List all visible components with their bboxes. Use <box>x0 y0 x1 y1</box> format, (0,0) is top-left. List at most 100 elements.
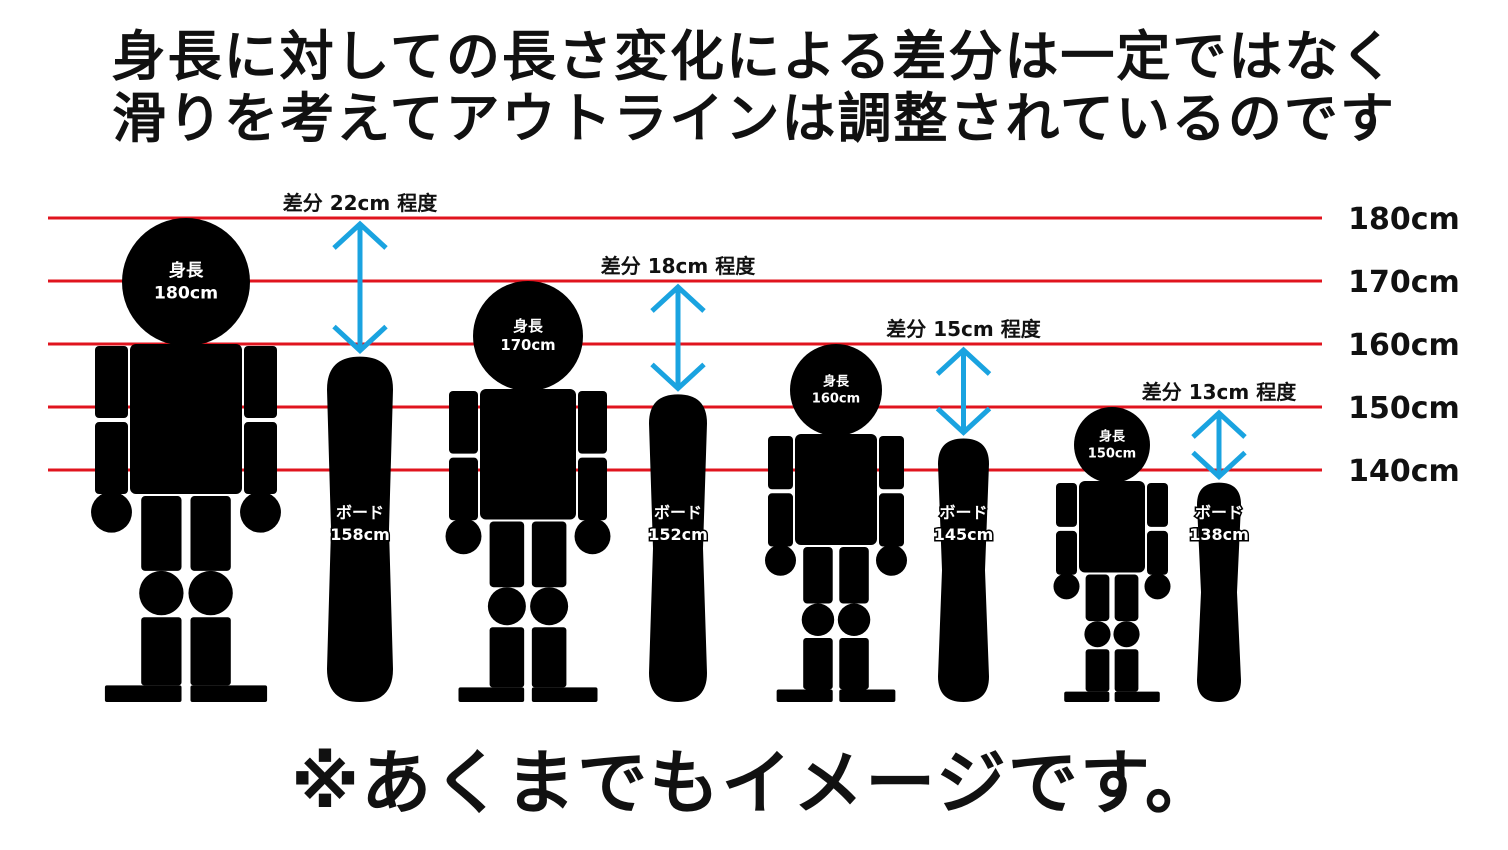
person-thigh <box>489 521 525 588</box>
person-forearm <box>768 493 793 547</box>
board-length-value: 138cm <box>1189 525 1249 544</box>
person-torso-3 <box>795 434 877 545</box>
person-knee <box>837 603 871 636</box>
person-height-value: 170cm <box>500 336 555 354</box>
person-shin <box>1085 649 1110 692</box>
difference-label: 差分 22cm 程度 <box>283 191 438 215</box>
person-foot <box>1064 691 1110 702</box>
person-upper-arm <box>1147 483 1168 527</box>
person-head-3 <box>790 344 882 436</box>
height-scale-label: 170cm <box>1348 265 1460 300</box>
person-upper-arm <box>244 346 277 419</box>
person-thigh <box>190 496 231 571</box>
person-foot <box>839 689 896 702</box>
person-forearm <box>1056 530 1077 575</box>
difference-label: 差分 18cm 程度 <box>601 254 756 278</box>
person-hand <box>574 518 611 555</box>
person-knee <box>801 603 835 636</box>
person-hand <box>1053 573 1080 600</box>
person-upper-arm <box>95 346 128 419</box>
person-forearm <box>95 422 128 495</box>
title-line-1: 身長に対しての長さ変化による差分は一定ではなく <box>111 25 1397 88</box>
person-head-2 <box>473 281 583 391</box>
person-shin <box>141 617 182 686</box>
person-foot <box>776 689 833 702</box>
person-torso-1 <box>130 344 242 495</box>
person-thigh <box>1114 574 1139 622</box>
height-scale-label: 160cm <box>1348 328 1460 363</box>
person-hand <box>765 544 796 576</box>
person-foot <box>1114 691 1160 702</box>
person-knee <box>1113 621 1140 648</box>
person-knee <box>487 587 526 626</box>
person-foot <box>104 685 182 702</box>
board-length-value: 158cm <box>330 525 390 544</box>
person-shin <box>489 627 525 688</box>
person-thigh <box>803 546 833 604</box>
person-hand <box>240 491 281 533</box>
person-knee <box>139 570 184 616</box>
person-knee <box>530 587 569 626</box>
board-length-value: 145cm <box>934 525 994 544</box>
difference-arrow-head-down <box>1191 450 1247 481</box>
difference-label: 差分 13cm 程度 <box>1142 380 1297 404</box>
difference-arrow-head-up <box>1191 409 1247 439</box>
person-hand <box>1144 573 1171 600</box>
footer-note: ※あくまでもイメージです。 <box>291 742 1217 824</box>
board-length-value: 152cm <box>648 525 708 544</box>
person-height-label: 身長 <box>1099 428 1126 444</box>
snowboard-4 <box>1197 482 1241 702</box>
person-foot <box>190 685 268 702</box>
snowboard-1 <box>327 356 393 702</box>
person-head-4 <box>1074 407 1150 483</box>
board-label: ボード <box>654 503 702 522</box>
person-height-label: 身長 <box>513 317 543 335</box>
person-upper-arm <box>879 436 904 490</box>
person-thigh <box>531 521 567 588</box>
person-foot <box>531 687 598 702</box>
height-scale-label: 140cm <box>1348 454 1460 489</box>
difference-arrow-head-up <box>650 283 706 313</box>
person-shin <box>531 627 567 688</box>
person-height-value: 160cm <box>812 391 860 406</box>
person-hand <box>876 544 907 576</box>
person-height-value: 150cm <box>1088 446 1136 461</box>
difference-arrow-head-down <box>650 362 706 392</box>
person-height-label: 身長 <box>169 260 204 281</box>
person-forearm <box>244 422 277 495</box>
person-shin <box>190 617 231 686</box>
height-scale-label: 180cm <box>1348 202 1460 237</box>
snowboard-3 <box>938 438 989 702</box>
snowboard-2 <box>649 394 707 702</box>
person-forearm <box>449 457 478 521</box>
difference-arrow-head-up <box>332 220 388 250</box>
person-head-1 <box>122 218 250 346</box>
person-shin <box>839 637 869 690</box>
person-height-value: 180cm <box>154 283 218 303</box>
board-label: ボード <box>939 503 987 522</box>
person-hand <box>91 491 132 533</box>
person-upper-arm <box>449 391 478 454</box>
person-forearm <box>578 457 607 521</box>
person-hand <box>445 518 482 555</box>
person-forearm <box>879 493 904 547</box>
person-thigh <box>141 496 182 571</box>
person-knee <box>1084 621 1111 648</box>
person-thigh <box>839 546 869 604</box>
board-label: ボード <box>336 503 384 522</box>
difference-arrow-head-down <box>935 406 992 436</box>
person-upper-arm <box>768 436 793 490</box>
person-shin <box>1114 649 1139 692</box>
person-height-label: 身長 <box>823 373 850 389</box>
person-torso-4 <box>1079 481 1145 573</box>
person-upper-arm <box>1056 483 1077 527</box>
person-upper-arm <box>578 391 607 454</box>
difference-arrow-head-up <box>935 346 992 376</box>
person-thigh <box>1085 574 1110 622</box>
person-foot <box>458 687 525 702</box>
person-torso-2 <box>480 389 576 520</box>
person-forearm <box>1147 530 1168 575</box>
title-line-2: 滑りを考えてアウトラインは調整されているのです <box>112 87 1396 150</box>
